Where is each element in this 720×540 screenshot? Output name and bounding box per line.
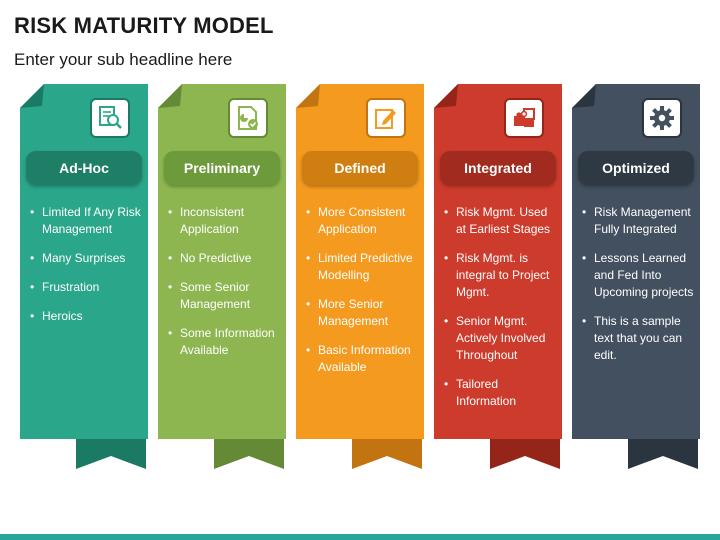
list-item: Risk Mgmt. is integral to Project Mgmt.	[442, 250, 560, 301]
list-item: Lessons Learned and Fed Into Upcoming pr…	[580, 250, 698, 301]
list-item: Heroics	[28, 308, 146, 325]
stage-card-optimized: OptimizedRisk Management Fully Integrate…	[572, 84, 700, 469]
stage-card-defined: DefinedMore Consistent ApplicationLimite…	[296, 84, 424, 469]
stage-item-list: Limited If Any Risk ManagementMany Surpr…	[28, 204, 146, 337]
page-title: RISK MATURITY MODEL	[14, 13, 274, 38]
document-magnifier-icon	[90, 98, 130, 138]
list-item: Tailored Information	[442, 376, 560, 410]
stage-item-list: Inconsistent Application No PredictiveSom…	[166, 204, 284, 371]
list-item: More Senior Management	[304, 296, 422, 330]
stage-label: Preliminary	[164, 151, 280, 185]
list-item: Basic Information Available	[304, 342, 422, 376]
edit-document-icon	[366, 98, 406, 138]
list-item: Risk Management Fully Integrated	[580, 204, 698, 238]
list-item: This is a sample text that you can edit.	[580, 313, 698, 364]
list-item: Many Surprises	[28, 250, 146, 267]
list-item: Inconsistent Application	[166, 204, 284, 238]
checklist-chart-icon	[228, 98, 268, 138]
stage-label: Optimized	[578, 151, 694, 185]
stage-card-preliminary: PreliminaryInconsistent Application No Pr…	[158, 84, 286, 469]
list-item: Limited Predictive Modelling	[304, 250, 422, 284]
list-item: Some Information Available	[166, 325, 284, 359]
puzzle-icon	[504, 98, 544, 138]
list-item: No Predictive	[166, 250, 284, 267]
stage-card-ad-hoc: Ad-HocLimited If Any Risk ManagementMany…	[20, 84, 148, 469]
list-item: Limited If Any Risk Management	[28, 204, 146, 238]
list-item: More Consistent Application	[304, 204, 422, 238]
list-item: Risk Mgmt. Used at Earliest Stages	[442, 204, 560, 238]
bottom-accent-bar	[0, 534, 720, 540]
stage-card-integrated: IntegratedRisk Mgmt. Used at Earliest St…	[434, 84, 562, 469]
stage-label: Ad-Hoc	[26, 151, 142, 185]
stage-label: Integrated	[440, 151, 556, 185]
list-item: Senior Mgmt. Actively Involved Throughou…	[442, 313, 560, 364]
list-item: Some Senior Management	[166, 279, 284, 313]
gear-icon	[642, 98, 682, 138]
stage-item-list: Risk Management Fully IntegratedLessons …	[580, 204, 698, 376]
list-item: Frustration	[28, 279, 146, 296]
stage-item-list: More Consistent ApplicationLimited Predi…	[304, 204, 422, 388]
stage-item-list: Risk Mgmt. Used at Earliest StagesRisk M…	[442, 204, 560, 422]
page-subtitle: Enter your sub headline here	[14, 50, 233, 69]
stage-label: Defined	[302, 151, 418, 185]
